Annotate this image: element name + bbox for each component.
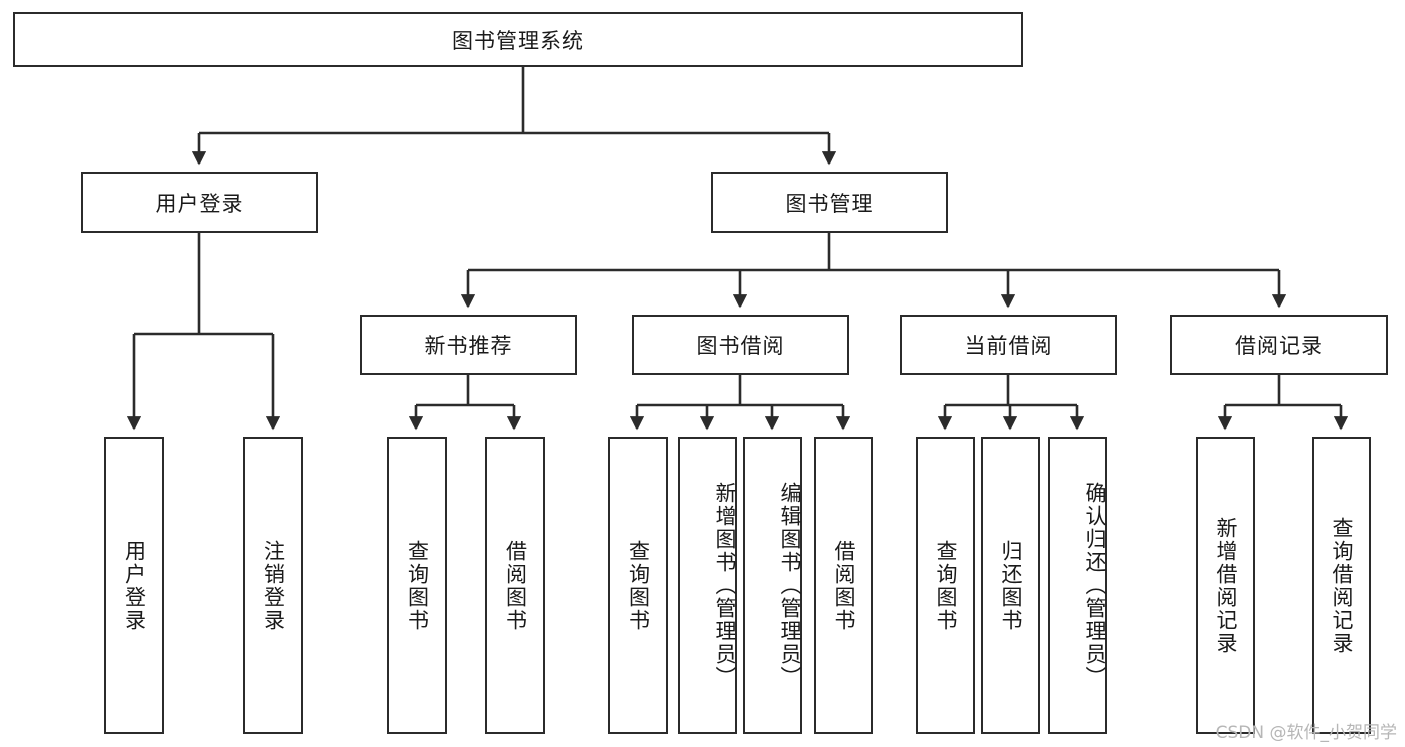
node-new-book-rec[interactable]: 新书推荐 — [360, 315, 577, 375]
node-bb-add-label: 新增图书（管理员） — [713, 482, 737, 689]
node-user-login[interactable]: 用户登录 — [81, 172, 318, 233]
node-user-login-label: 用户登录 — [155, 191, 244, 216]
node-borrow-record-label: 借阅记录 — [1235, 334, 1323, 358]
node-ul-login-label: 用户登录 — [122, 539, 147, 632]
node-cb-query-label: 查询图书 — [934, 539, 958, 632]
node-book-borrow[interactable]: 图书借阅 — [632, 315, 849, 375]
node-current-borrow[interactable]: 当前借阅 — [900, 315, 1117, 375]
node-bb-edit[interactable]: 编辑图书（管理员） — [743, 437, 802, 734]
node-bb-borrow-label: 借阅图书 — [832, 539, 856, 632]
node-new-book-rec-label: 新书推荐 — [424, 334, 513, 358]
node-cb-confirm-label: 确认归还（管理员） — [1083, 482, 1107, 689]
csdn-watermark: CSDN @软件_小贺同学 — [1215, 723, 1397, 743]
node-book-borrow-label: 图书借阅 — [696, 334, 785, 358]
node-nbr-query-label: 查询图书 — [405, 539, 430, 632]
node-ul-logout[interactable]: 注销登录 — [243, 437, 303, 734]
node-bb-edit-label: 编辑图书（管理员） — [778, 482, 802, 689]
node-nbr-borrow-label: 借阅图书 — [503, 539, 528, 632]
node-br-add-label: 新增借阅记录 — [1214, 516, 1238, 655]
node-br-query[interactable]: 查询借阅记录 — [1312, 437, 1371, 734]
node-root[interactable]: 图书管理系统 — [13, 12, 1023, 67]
node-br-query-label: 查询借阅记录 — [1330, 516, 1354, 655]
node-bb-query[interactable]: 查询图书 — [608, 437, 668, 734]
node-ul-login[interactable]: 用户登录 — [104, 437, 164, 734]
node-nbr-borrow[interactable]: 借阅图书 — [485, 437, 545, 734]
node-bb-query-label: 查询图书 — [626, 539, 651, 632]
node-nbr-query[interactable]: 查询图书 — [387, 437, 447, 734]
node-book-manage-label: 图书管理 — [785, 191, 874, 216]
node-current-borrow-label: 当前借阅 — [964, 334, 1053, 358]
node-cb-return[interactable]: 归还图书 — [981, 437, 1040, 734]
node-root-label: 图书管理系统 — [452, 28, 584, 53]
node-cb-query[interactable]: 查询图书 — [916, 437, 975, 734]
node-cb-return-label: 归还图书 — [999, 539, 1023, 632]
node-bb-borrow[interactable]: 借阅图书 — [814, 437, 873, 734]
node-ul-logout-label: 注销登录 — [261, 539, 286, 632]
node-book-manage[interactable]: 图书管理 — [711, 172, 948, 233]
node-cb-confirm[interactable]: 确认归还（管理员） — [1048, 437, 1107, 734]
node-bb-add[interactable]: 新增图书（管理员） — [678, 437, 737, 734]
node-br-add[interactable]: 新增借阅记录 — [1196, 437, 1255, 734]
node-borrow-record[interactable]: 借阅记录 — [1170, 315, 1388, 375]
